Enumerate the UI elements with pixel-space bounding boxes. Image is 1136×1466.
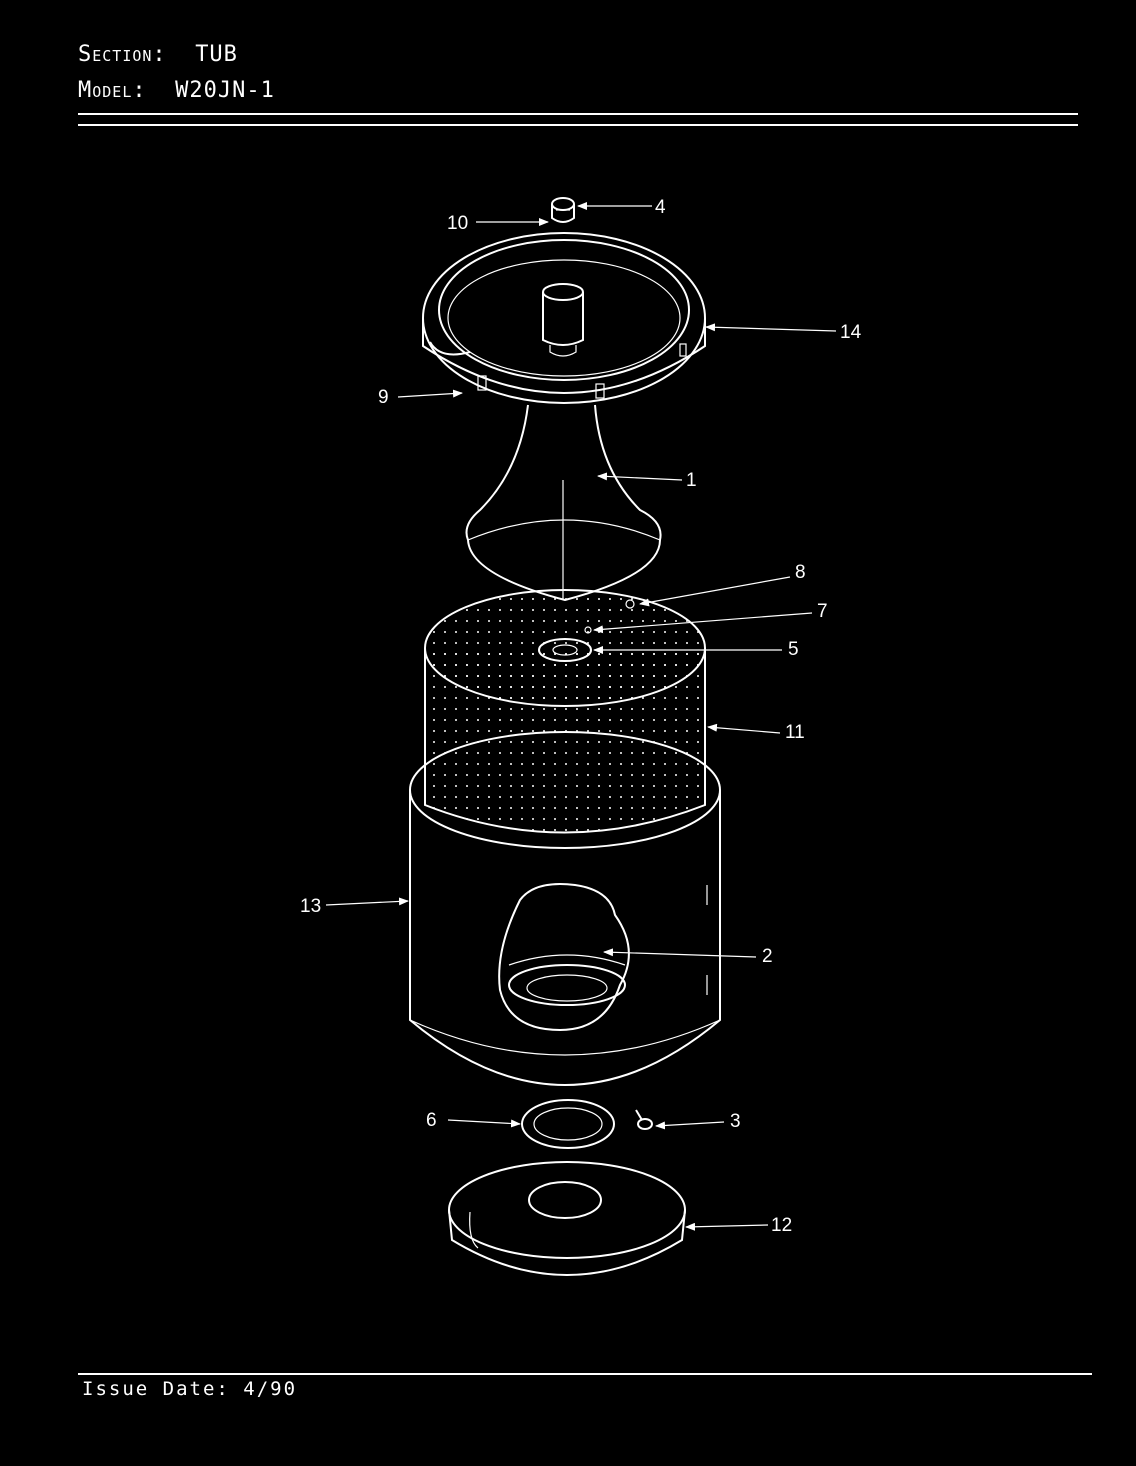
leader-2 [603,948,757,958]
outer-tub-part [409,731,721,1086]
callout-8: 8 [795,562,806,583]
cap-nut-part [551,197,575,223]
callout-5: 5 [788,639,799,660]
section-value: TUB [195,42,238,67]
model-value: W20JN-1 [175,78,275,103]
callout-12: 12 [771,1215,792,1236]
leader-8 [639,576,791,607]
spin-basket-part [424,589,706,834]
leader-14 [705,323,837,332]
leader-3 [655,1121,725,1130]
leader-11 [707,723,781,734]
leader-13 [325,897,409,906]
leader-1 [597,472,683,481]
section-label: Section: [78,42,167,67]
callout-labels: 4 10 14 9 1 8 7 5 11 13 2 6 3 12 [300,197,862,1236]
callout-14: 14 [840,322,862,343]
callout-9: 9 [378,387,389,408]
callout-3: 3 [730,1111,741,1132]
leader-7 [593,612,813,634]
leader-lines [325,202,837,1231]
model-label: Model: [78,78,147,103]
callout-10: 10 [447,213,468,234]
section-header: Section: TUB [78,42,238,67]
callout-7: 7 [817,601,828,622]
tub-ring-part [422,232,706,404]
callout-11: 11 [785,722,805,743]
issue-date: Issue Date: 4/90 [82,1378,298,1400]
callout-1: 1 [686,470,697,491]
header-rule-top [78,113,1078,115]
model-header: Model: W20JN-1 [78,78,275,103]
screw-part [635,1109,653,1130]
callout-13: 13 [300,896,321,917]
header-rule-bottom [78,124,1078,126]
leader-9 [397,389,463,398]
agitator-part [465,283,662,602]
tub-base-part [448,1161,686,1276]
seal-ring-part [521,1099,615,1149]
callout-6: 6 [426,1110,437,1131]
leader-12 [685,1222,769,1231]
callout-4: 4 [655,197,666,218]
leader-6 [447,1119,521,1128]
callout-2: 2 [762,946,773,967]
footer-rule [78,1373,1092,1375]
